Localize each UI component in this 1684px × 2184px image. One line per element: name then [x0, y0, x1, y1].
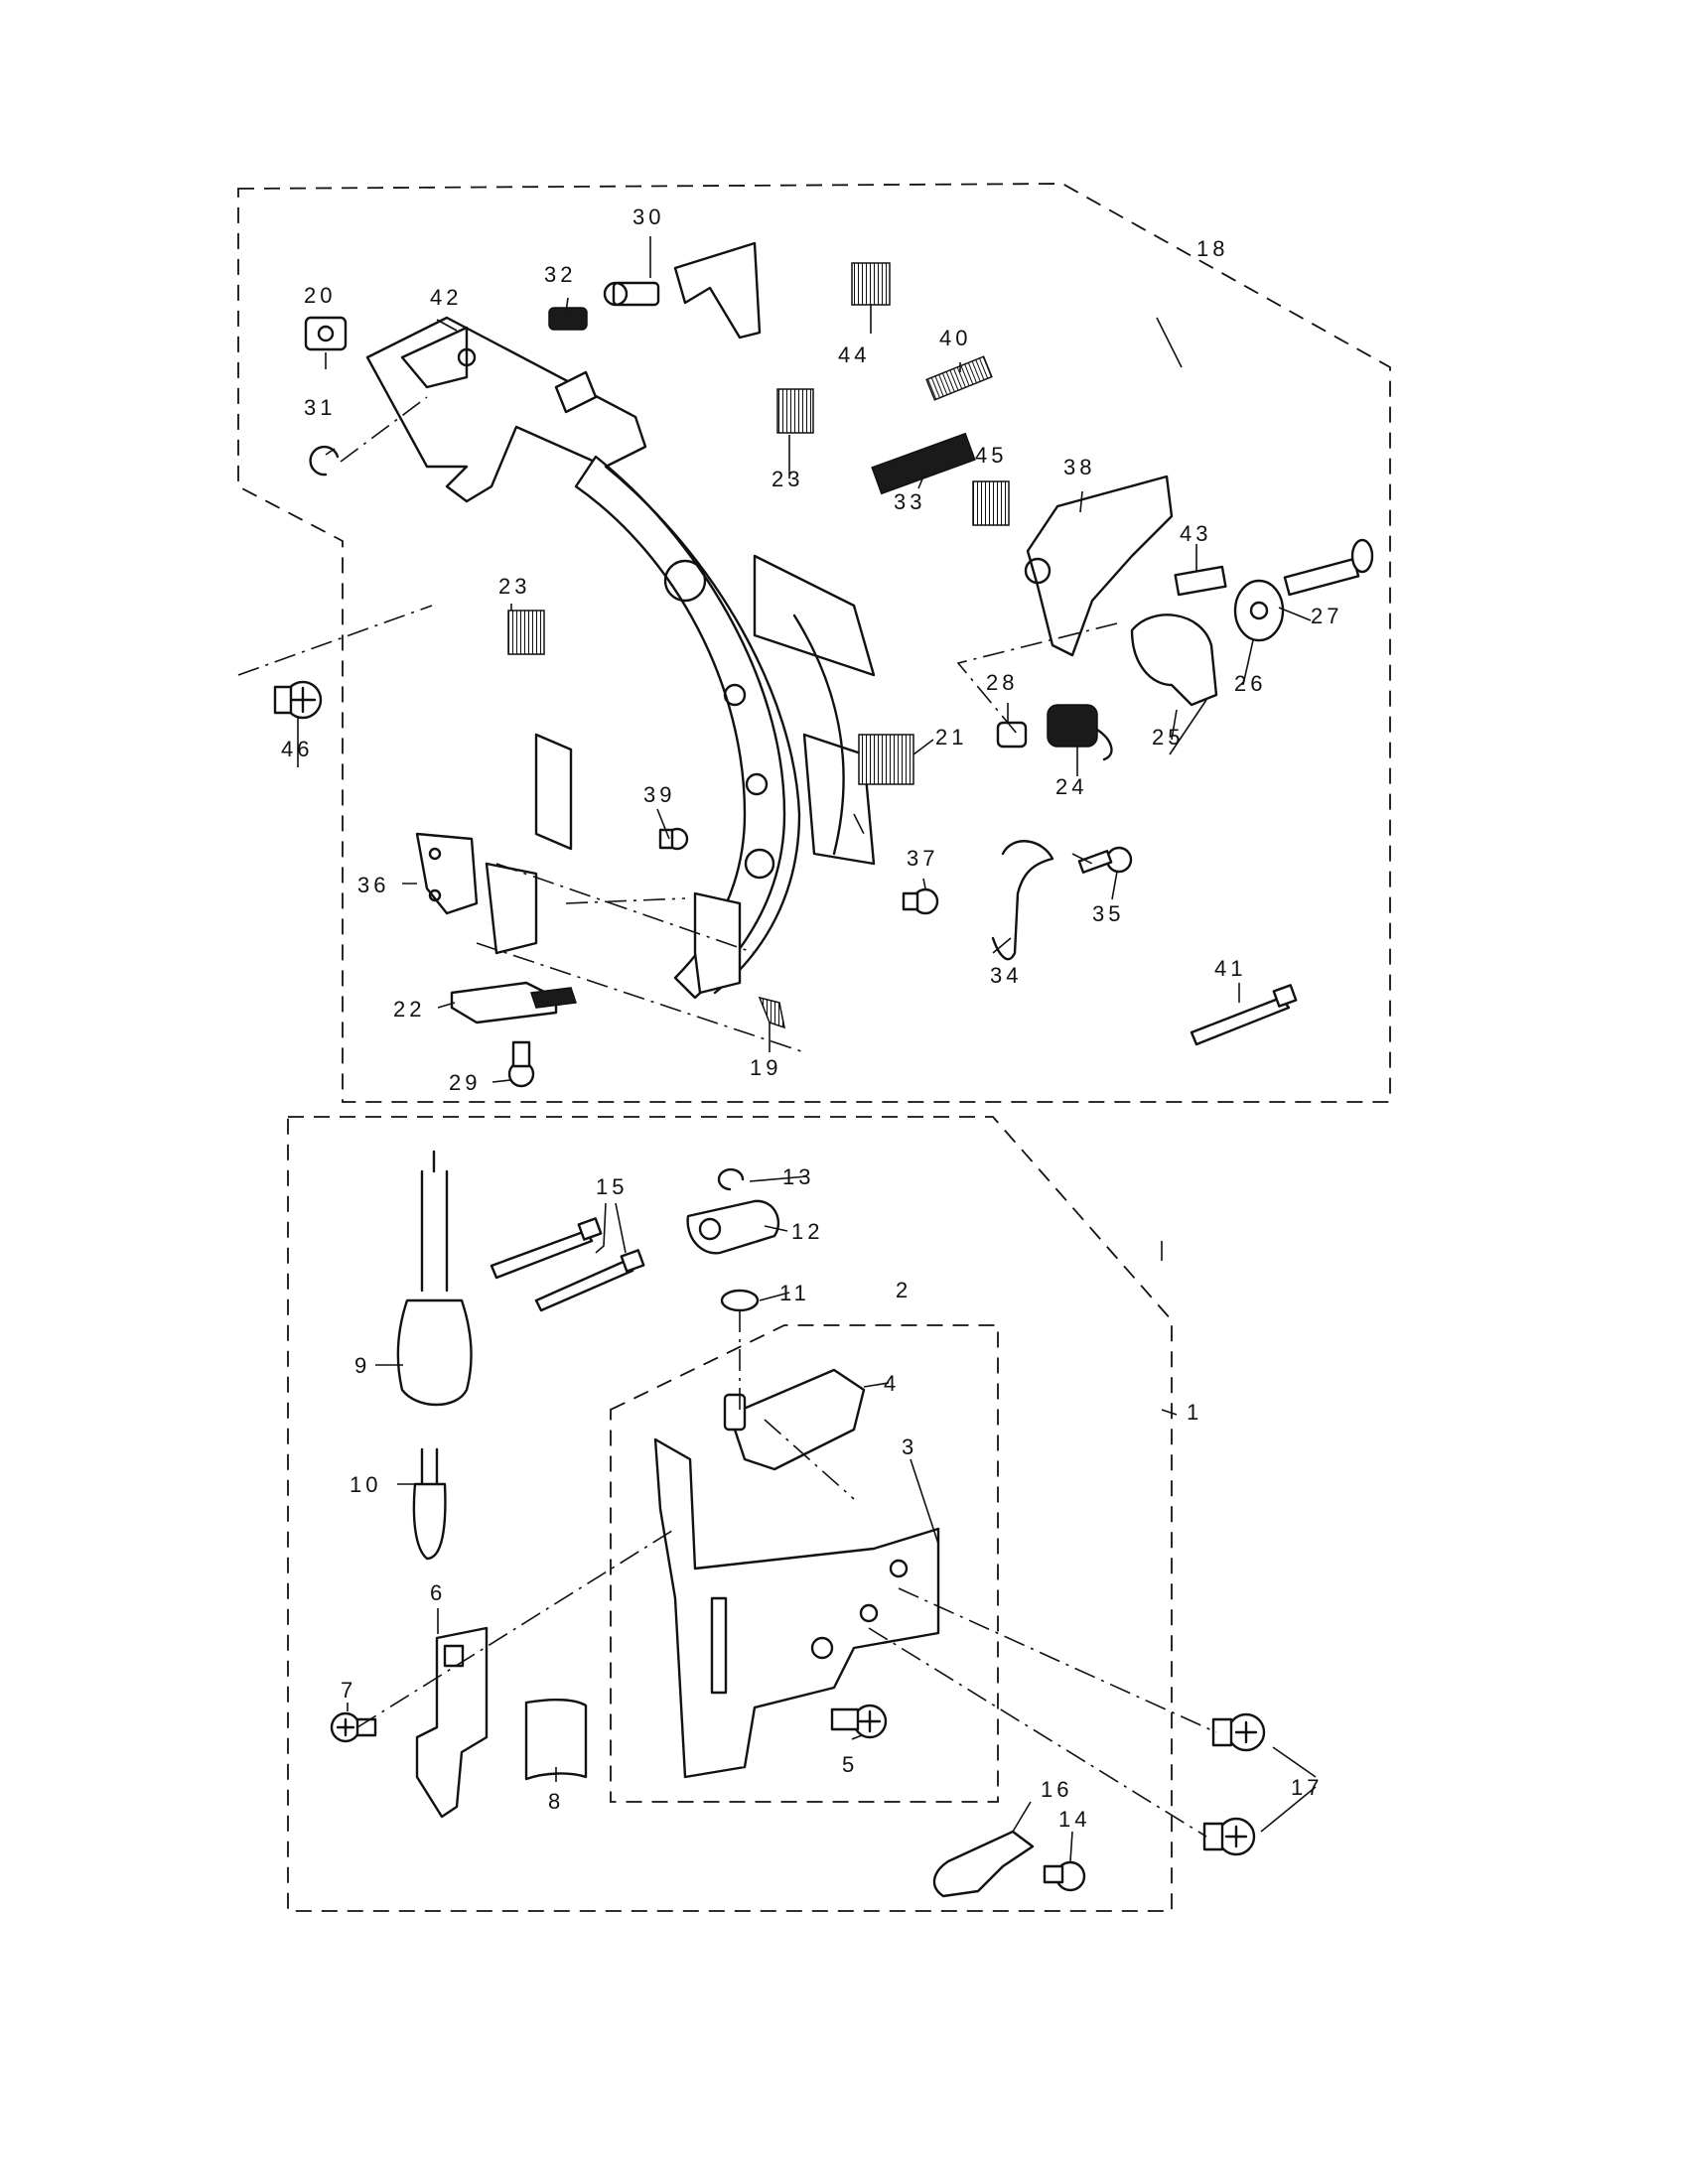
callout-7: 7 [341, 1678, 356, 1703]
callout-12: 12 [791, 1219, 823, 1244]
part-30-shaft [603, 241, 762, 340]
part-11-washer [720, 1289, 760, 1312]
part-23-felt-left [507, 610, 545, 655]
callout-16: 16 [1041, 1777, 1072, 1802]
part-22-sensor [450, 981, 558, 1024]
part-16-hook [932, 1830, 1035, 1898]
part-35-screw [1077, 846, 1133, 874]
callout-43: 43 [1180, 521, 1211, 546]
callout-44: 44 [838, 342, 870, 367]
callout-27: 27 [1311, 604, 1342, 628]
callout-10: 10 [350, 1472, 381, 1497]
callout-5: 5 [842, 1752, 858, 1777]
part-8-cover [524, 1698, 588, 1781]
part-38-lever [1026, 475, 1174, 657]
callout-37: 37 [907, 846, 938, 871]
part-9-lamp-holder [396, 1298, 473, 1407]
part-6-bracket [415, 1626, 489, 1819]
callout-1: 1 [1187, 1400, 1202, 1425]
part-44-felt [851, 262, 891, 306]
part-15-cable-tie-a [490, 1229, 594, 1280]
callout-36: 36 [357, 873, 389, 897]
callout-35: 35 [1092, 901, 1124, 926]
callout-34: 34 [990, 963, 1022, 988]
callout-11: 11 [779, 1281, 810, 1305]
part-33-spring [871, 432, 976, 495]
callout-39: 39 [643, 782, 675, 807]
part-46-screw [273, 680, 323, 720]
callout-21: 21 [935, 725, 967, 750]
part-17-screw-upper [1211, 1712, 1266, 1752]
callout-25: 25 [1152, 725, 1184, 750]
part-26-washer [1233, 579, 1285, 642]
callout-31: 31 [304, 395, 336, 420]
callout-30: 30 [632, 205, 664, 229]
callout-22: 22 [393, 997, 425, 1022]
callout-41: 41 [1214, 956, 1246, 981]
assembly-18-boundary [237, 183, 1391, 1103]
callout-40: 40 [939, 326, 971, 350]
assembly-1-boundary [287, 1116, 1173, 1912]
callout-9: 9 [354, 1353, 370, 1378]
part-39-screw [658, 827, 689, 851]
callout-20: 20 [304, 283, 336, 308]
part-28-sleeve [996, 721, 1028, 749]
callout-46: 46 [281, 737, 313, 761]
callout-42: 42 [430, 285, 462, 310]
callout-13: 13 [782, 1164, 814, 1189]
part-10-bulb [412, 1482, 447, 1561]
part-23-felt-upper [776, 388, 814, 434]
callout-29: 29 [449, 1070, 481, 1095]
part-7-screw [330, 1711, 377, 1743]
callout-15: 15 [596, 1174, 628, 1199]
callout-26: 26 [1234, 671, 1266, 696]
part-25-cam [1130, 614, 1218, 707]
callout-6: 6 [430, 1580, 446, 1605]
center-lines [237, 396, 1217, 1838]
part-3-plate [653, 1437, 940, 1779]
part-43-plate [1174, 565, 1227, 597]
assembly-2-boundary [610, 1324, 999, 1803]
callout-28: 28 [986, 670, 1018, 695]
callout-32: 32 [544, 262, 576, 287]
part-4-bracket [728, 1368, 866, 1471]
callout-17: 17 [1291, 1775, 1323, 1800]
callout-23-upper: 23 [772, 467, 803, 491]
callout-33: 33 [894, 489, 925, 514]
part-20-nut [304, 316, 348, 351]
part-5-screw [830, 1704, 888, 1739]
callout-2: 2 [896, 1278, 912, 1302]
part-40-felt [925, 355, 993, 401]
part-36-bracket [415, 832, 479, 915]
part-45-felt [972, 480, 1010, 526]
part-19-piece [758, 996, 785, 1029]
callout-14: 14 [1058, 1807, 1090, 1832]
callout-4: 4 [884, 1371, 900, 1396]
part-15-cable-tie-b [534, 1259, 634, 1312]
callout-3: 3 [902, 1434, 917, 1459]
part-27-screw [1283, 538, 1374, 597]
part-31-e-ring [309, 445, 340, 477]
part-34-hook [991, 840, 1054, 961]
part-21-felt [858, 734, 914, 785]
callout-24: 24 [1055, 774, 1087, 799]
leader-lines [297, 236, 1317, 1862]
part-24-spring [1047, 704, 1098, 748]
part-32-spring [548, 307, 588, 331]
part-29-screw [507, 1040, 535, 1088]
callout-labels: 18 30 20 42 32 44 40 31 23 33 45 38 43 2… [281, 205, 1342, 1832]
callout-45: 45 [975, 443, 1007, 468]
callout-38: 38 [1063, 455, 1095, 479]
part-14-screw [1043, 1860, 1086, 1892]
part-41-cable-tie [1190, 996, 1291, 1046]
callout-23-left: 23 [498, 574, 530, 599]
callout-19: 19 [750, 1055, 781, 1080]
part-37-screw [902, 887, 939, 915]
part-17-screw-lower [1202, 1817, 1256, 1856]
callout-18: 18 [1196, 236, 1228, 261]
part-13-e-ring [717, 1167, 745, 1191]
main-frame [365, 316, 876, 1000]
callout-8: 8 [548, 1789, 564, 1814]
